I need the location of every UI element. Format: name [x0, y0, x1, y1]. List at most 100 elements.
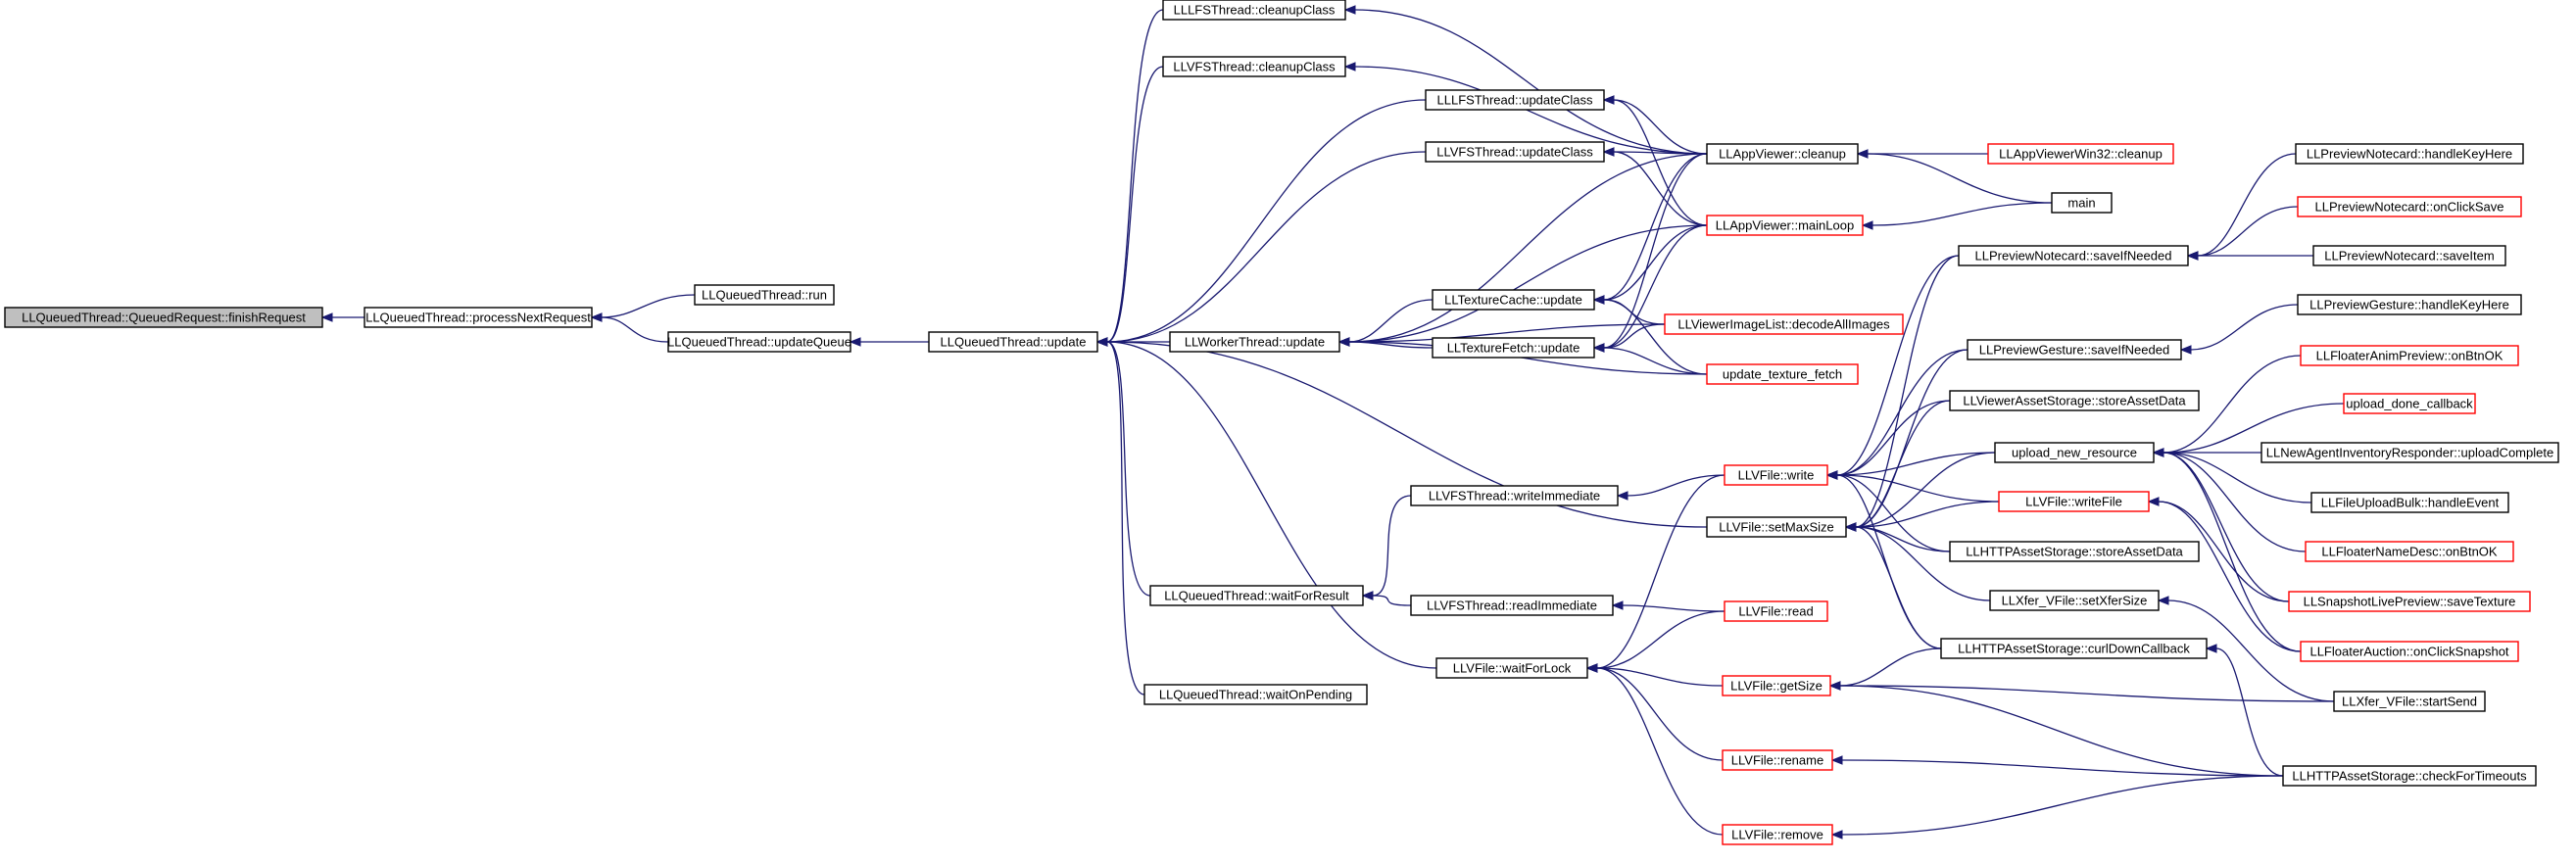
- edge-line: [1841, 759, 2284, 777]
- node-box: [2310, 492, 2509, 513]
- node-check-for-timeouts[interactable]: LLHTTPAssetStorage::checkForTimeouts: [2282, 765, 2537, 787]
- edge-write-immediate-to-wait-for-result: [1361, 495, 1412, 600]
- edge-line: [1839, 647, 1942, 687]
- node-read-immediate[interactable]: LLVFSThread::readImmediate: [1410, 595, 1614, 616]
- edge-snapshot-save-texture-to-upload-new-resource: [2152, 448, 2290, 602]
- edge-line: [2197, 206, 2299, 257]
- node-app-cleanup[interactable]: LLAppViewer::cleanup: [1706, 143, 1859, 165]
- node-box: [1998, 491, 2150, 512]
- edge-line: [2163, 452, 2312, 503]
- edge-line: [1855, 501, 2000, 528]
- edge-line: [1855, 526, 1991, 601]
- node-process-next-request[interactable]: LLQueuedThread::processNextRequest: [364, 307, 593, 328]
- edge-check-for-timeouts-to-rename: [1830, 755, 2284, 777]
- node-rename[interactable]: LLVFile::rename: [1722, 749, 1833, 771]
- node-label: main: [2067, 195, 2095, 210]
- arrowhead: [2157, 596, 2169, 605]
- node-box: [2305, 541, 2514, 562]
- node-qt-update[interactable]: LLQueuedThread::update: [928, 331, 1098, 353]
- node-box: [2333, 691, 2486, 712]
- edge-vfile-read-to-read-immediate: [1611, 600, 1725, 612]
- node-set-xfer-size[interactable]: LLXfer_VFile::setXferSize: [1989, 590, 2160, 611]
- node-box: [2295, 143, 2524, 165]
- node-wait-on-pending[interactable]: LLQueuedThread::waitOnPending: [1143, 684, 1368, 705]
- node-wait-for-result[interactable]: LLQueuedThread::waitForResult: [1149, 585, 1364, 606]
- node-curl-down-callback[interactable]: LLHTTPAssetStorage::curlDownCallback: [1940, 638, 2208, 659]
- arrowhead: [1592, 295, 1605, 305]
- edge-lllfs-cleanup-class-to-qt-update: [1095, 9, 1164, 347]
- node-file-upload-bulk[interactable]: LLFileUploadBulk::handleEvent: [2310, 492, 2509, 513]
- node-box: [1994, 442, 2155, 463]
- edge-vfile-write-to-write-immediate: [1616, 474, 1725, 501]
- node-app-main-loop[interactable]: LLAppViewer::mainLoop: [1706, 215, 1864, 236]
- arrowhead: [1343, 62, 1356, 72]
- edge-line: [1855, 452, 1996, 528]
- node-anim-preview-on-btn-ok[interactable]: LLFloaterAnimPreview::onBtnOK: [2300, 345, 2519, 366]
- node-name-desc-on-btn-ok[interactable]: LLFloaterNameDesc::onBtnOK: [2305, 541, 2514, 562]
- node-gesture-save-if-needed[interactable]: LLPreviewGesture::saveIfNeeded: [1967, 339, 2182, 360]
- node-remove[interactable]: LLVFile::remove: [1722, 824, 1833, 845]
- node-lllfs-cleanup-class[interactable]: LLLFSThread::cleanupClass: [1162, 0, 1346, 21]
- node-box: [1425, 141, 1605, 163]
- node-upload-done-callback[interactable]: upload_done_callback: [2343, 393, 2476, 414]
- node-notecard-save-if-needed[interactable]: LLPreviewNotecard::saveIfNeeded: [1958, 245, 2189, 266]
- node-label: LLVFile::write: [1738, 467, 1815, 482]
- node-label: LLQueuedThread::QueuedRequest::finishReq…: [22, 310, 306, 324]
- edge-line: [1627, 474, 1725, 497]
- edge-update-texture-fetch-to-texture-cache-update: [1592, 295, 1708, 375]
- edge-app-cleanup-to-lllfs-cleanup-class: [1343, 5, 1708, 155]
- node-main[interactable]: main: [2051, 192, 2113, 214]
- node-box: [667, 331, 851, 353]
- node-vfile-write-file[interactable]: LLVFile::writeFile: [1998, 491, 2150, 512]
- node-http-store-asset-data[interactable]: LLHTTPAssetStorage::storeAssetData: [1949, 541, 2200, 562]
- arrowhead: [2186, 251, 2199, 261]
- node-llvfs-update-class[interactable]: LLVFSThread::updateClass: [1425, 141, 1605, 163]
- node-texture-cache-update[interactable]: LLTextureCache::update: [1432, 289, 1595, 311]
- node-auction-on-click-snapshot[interactable]: LLFloaterAuction::onClickSnapshot: [2300, 641, 2519, 662]
- node-notecard-handle-key-here[interactable]: LLPreviewNotecard::handleKeyHere: [2295, 143, 2524, 165]
- node-notecard-save-item[interactable]: LLPreviewNotecard::saveItem: [2312, 245, 2506, 266]
- edge-main-to-app-cleanup: [1856, 149, 2053, 204]
- node-label: LLSnapshotLivePreview::saveTexture: [2304, 594, 2516, 608]
- node-agent-inventory-upload-complete[interactable]: LLNewAgentInventoryResponder::uploadComp…: [2260, 442, 2559, 463]
- node-wait-for-lock[interactable]: LLVFile::waitForLock: [1435, 657, 1588, 679]
- node-set-max-size[interactable]: LLVFile::setMaxSize: [1706, 516, 1847, 538]
- node-update-queue[interactable]: LLQueuedThread::updateQueue: [667, 331, 851, 353]
- node-llvfs-cleanup-class[interactable]: LLVFSThread::cleanupClass: [1162, 56, 1346, 77]
- node-label: LLHTTPAssetStorage::checkForTimeouts: [2292, 768, 2527, 783]
- node-box: [1722, 824, 1833, 845]
- node-gesture-handle-key-here[interactable]: LLPreviewGesture::handleKeyHere: [2297, 294, 2522, 315]
- node-finish-request[interactable]: LLQueuedThread::QueuedRequest::finishReq…: [4, 307, 323, 328]
- edge-line: [2163, 355, 2302, 454]
- edge-line: [2163, 452, 2307, 552]
- node-get-size[interactable]: LLVFile::getSize: [1722, 675, 1831, 696]
- node-xfer-start-send[interactable]: LLXfer_VFile::startSend: [2333, 691, 2486, 712]
- node-upload-new-resource[interactable]: upload_new_resource: [1994, 442, 2155, 463]
- node-vfile-write[interactable]: LLVFile::write: [1724, 464, 1828, 486]
- node-notecard-on-click-save[interactable]: LLPreviewNotecard::onClickSave: [2297, 196, 2522, 217]
- edge-xfer-start-send-to-get-size: [1828, 681, 2335, 702]
- node-texture-fetch-update[interactable]: LLTextureFetch::update: [1432, 337, 1595, 359]
- edge-line: [1354, 9, 1708, 155]
- node-box: [1162, 56, 1346, 77]
- edge-line: [1603, 347, 1708, 375]
- edge-check-for-timeouts-to-remove: [1830, 775, 2284, 839]
- node-write-immediate[interactable]: LLVFSThread::writeImmediate: [1410, 485, 1619, 506]
- node-snapshot-save-texture[interactable]: LLSnapshotLivePreview::saveTexture: [2288, 591, 2531, 612]
- edge-app-main-loop-to-texture-cache-update: [1592, 224, 1708, 305]
- node-decode-all-images[interactable]: LLViewerImageList::decodeAllImages: [1664, 313, 1904, 335]
- node-update-texture-fetch[interactable]: update_texture_fetch: [1706, 363, 1859, 385]
- edge-line: [1603, 224, 1708, 301]
- edge-line: [1596, 667, 1724, 687]
- node-lllfs-update-class[interactable]: LLLFSThread::updateClass: [1425, 89, 1605, 111]
- node-app-win32-cleanup[interactable]: LLAppViewerWin32::cleanup: [1987, 143, 2174, 165]
- node-qt-run[interactable]: LLQueuedThread::run: [694, 284, 835, 306]
- node-vfile-read[interactable]: LLVFile::read: [1724, 600, 1828, 622]
- node-viewer-store-asset-data[interactable]: LLViewerAssetStorage::storeAssetData: [1949, 390, 2200, 411]
- node-worker-update[interactable]: LLWorkerThread::update: [1169, 331, 1340, 353]
- call-edges: [320, 5, 2345, 839]
- node-box: [1958, 245, 2189, 266]
- edge-notecard-save-if-needed-to-set-max-size: [1844, 255, 1960, 532]
- function-nodes: LLQueuedThread::QueuedRequest::finishReq…: [4, 0, 2559, 845]
- node-box: [1722, 675, 1831, 696]
